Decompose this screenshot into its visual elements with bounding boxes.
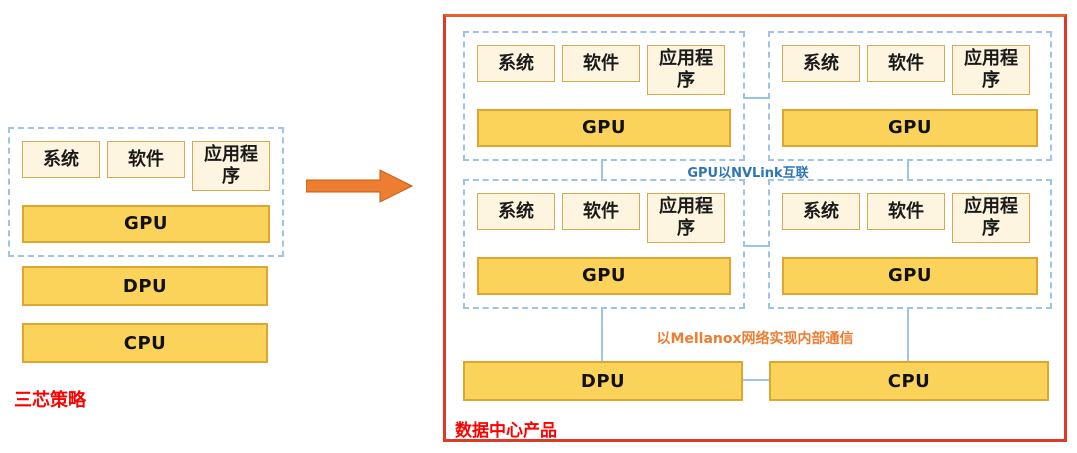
chip-system: 系统 xyxy=(477,45,555,82)
connector-right-column xyxy=(907,161,909,179)
dpu-bar: DPU xyxy=(22,266,268,306)
gpu-bar: GPU xyxy=(477,108,731,147)
chip-row: 系统 软件 应用程序 xyxy=(782,193,1038,243)
chip-system: 系统 xyxy=(22,141,100,178)
chip-application: 应用程序 xyxy=(952,45,1030,95)
gpu-unit-left: 系统 软件 应用程序 GPU xyxy=(8,127,284,257)
chip-software: 软件 xyxy=(562,193,640,230)
gpu-bar: GPU xyxy=(782,108,1038,147)
gpu-bar: GPU xyxy=(22,204,270,243)
datacenter-products-caption: 数据中心产品 xyxy=(455,421,557,441)
gpu-unit-top-left: 系统 软件 应用程序 GPU xyxy=(463,31,745,161)
chip-software: 软件 xyxy=(867,45,945,82)
chip-row: 系统 软件 应用程序 xyxy=(782,45,1038,95)
chip-application: 应用程序 xyxy=(647,193,725,243)
gpu-bar: GPU xyxy=(782,256,1038,295)
gpu-bar: GPU xyxy=(477,256,731,295)
chip-application: 应用程序 xyxy=(952,193,1030,243)
chip-application: 应用程序 xyxy=(192,141,270,191)
connector-to-cpu xyxy=(907,307,909,361)
flow-arrow-icon xyxy=(306,169,414,203)
cpu-bar: CPU xyxy=(22,323,268,363)
chip-application: 应用程序 xyxy=(647,45,725,95)
mellanox-network-label: 以Mellanox网络实现内部通信 xyxy=(656,331,854,347)
chip-software: 软件 xyxy=(562,45,640,82)
connector-to-dpu xyxy=(601,307,603,361)
chip-row: 系统 软件 应用程序 xyxy=(22,141,270,191)
datacenter-box: 系统 软件 应用程序 GPU 系统 软件 应用程序 GPU 系统 软件 应用程序… xyxy=(443,14,1067,442)
connector-bottom-gpus xyxy=(745,245,768,247)
chip-system: 系统 xyxy=(477,193,555,230)
gpu-unit-bottom-right: 系统 软件 应用程序 GPU xyxy=(768,179,1052,309)
dpu-bar: DPU xyxy=(463,361,743,401)
gpu-unit-bottom-left: 系统 软件 应用程序 GPU xyxy=(463,179,745,309)
chip-software: 软件 xyxy=(867,193,945,230)
cpu-bar: CPU xyxy=(769,361,1049,401)
chip-system: 系统 xyxy=(782,45,860,82)
chip-row: 系统 软件 应用程序 xyxy=(477,193,731,243)
connector-top-gpus xyxy=(745,97,768,99)
nvlink-label: GPU以NVLink互联 xyxy=(687,166,809,181)
chip-system: 系统 xyxy=(782,193,860,230)
three-chip-strategy-caption: 三芯策略 xyxy=(14,390,86,411)
connector-dpu-cpu xyxy=(743,379,769,381)
gpu-unit-top-right: 系统 软件 应用程序 GPU xyxy=(768,31,1052,161)
chip-software: 软件 xyxy=(107,141,185,178)
chip-row: 系统 软件 应用程序 xyxy=(477,45,731,95)
connector-left-column xyxy=(601,161,603,179)
